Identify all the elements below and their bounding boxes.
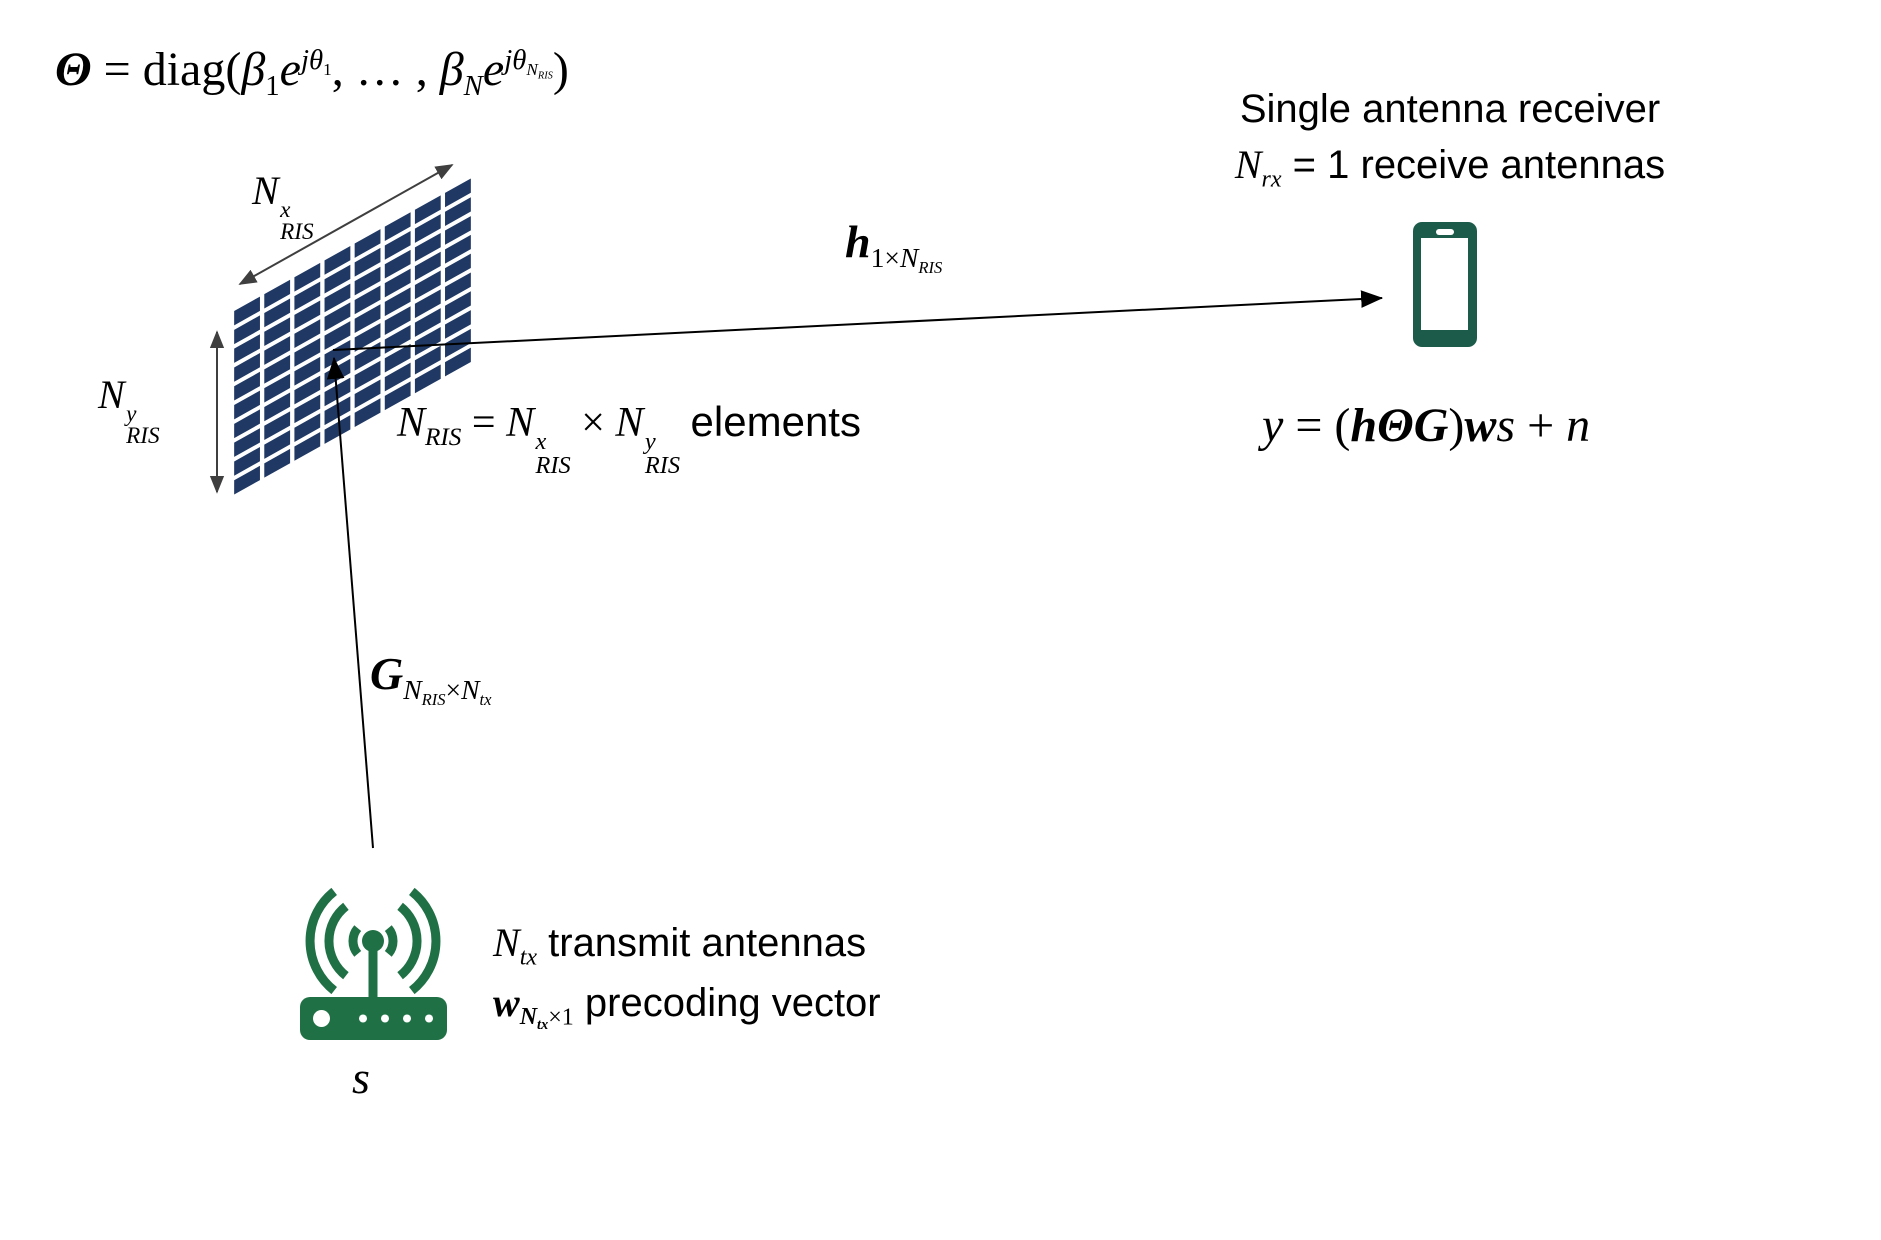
nx-dimension-arrow <box>238 164 454 285</box>
h-channel-arrow <box>332 290 1384 351</box>
receiver-caption-line1: Single antenna receiver <box>1239 87 1661 131</box>
wifi-wave-right-inner <box>384 925 398 957</box>
s-symbol-label: s <box>352 1052 370 1103</box>
wifi-wave-right-outer <box>408 887 441 995</box>
receiver-caption: Single antenna receiver Nrx = 1 receive … <box>1190 82 1710 197</box>
g-channel-arrow <box>326 356 374 849</box>
g-channel-label: GNRIS×Ntx <box>370 648 492 709</box>
theta-formula: Θ = diag(β1ejθ1, … , βNejθNRIS) <box>55 43 569 103</box>
h-channel-label: h1×NRIS <box>845 216 943 277</box>
basestation-icon <box>300 887 447 1040</box>
wifi-wave-left-inner <box>348 925 362 957</box>
tx-caption-line1: Ntx transmit antennas <box>493 920 867 971</box>
phone-icon <box>1413 222 1477 347</box>
receiver-caption-line2: Nrx = 1 receive antennas <box>1234 142 1666 193</box>
y-equation: y = (hΘG)ws + n <box>1262 399 1591 452</box>
wifi-wave-left-outer <box>305 887 338 995</box>
router-body <box>300 997 447 1040</box>
wifi-wave-right-mid <box>397 902 422 980</box>
tx-caption-line2: wNtx×1 precoding vector <box>493 979 881 1033</box>
wifi-wave-left-mid <box>324 902 349 980</box>
antenna-stem <box>368 941 378 999</box>
tx-caption: Ntx transmit antennas wNtx×1 precoding v… <box>493 915 881 1036</box>
